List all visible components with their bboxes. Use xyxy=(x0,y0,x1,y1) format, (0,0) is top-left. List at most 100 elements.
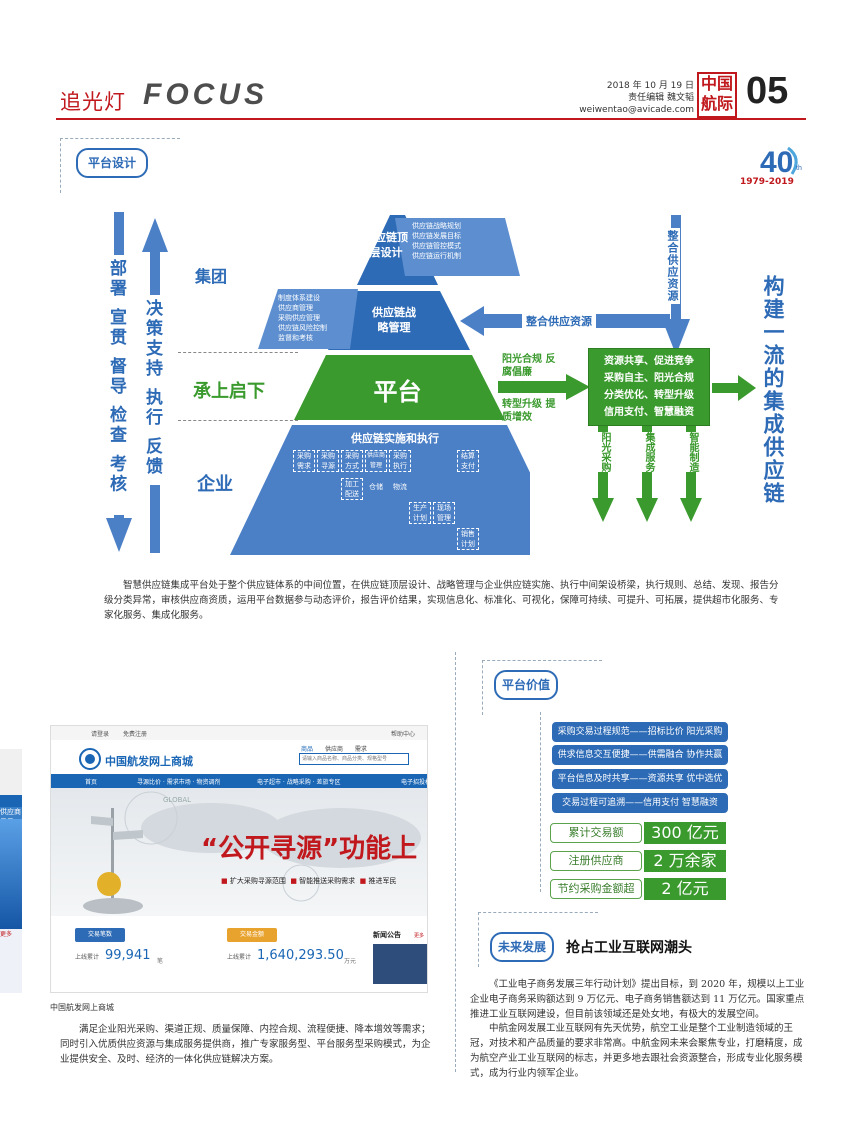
pyramid-diagram xyxy=(230,215,530,555)
value-guide-line xyxy=(540,712,541,892)
page-number: 05 xyxy=(746,70,789,112)
website-screenshot: 请登录 免费注册 帮助中心 中国航发网上商城 商品 供应商 需求 首页 寻源比价… xyxy=(50,725,428,993)
banner: GLOBAL “公开寻源”功能上 ■ 扩大采购寻源范围 ■ 智能推送采购需求 ■… xyxy=(51,788,427,916)
issue-editor: 责任编辑 魏文韬 xyxy=(628,93,694,103)
level-group: 集团 xyxy=(195,267,228,286)
news-title: 新闻公告 xyxy=(373,931,401,939)
exec-item: 物流 xyxy=(393,483,407,491)
exec-item: 供应商管理 xyxy=(365,450,387,472)
site-logo-text: 中国航发网上商城 xyxy=(105,755,193,768)
exec-item: 结算支付 xyxy=(457,450,479,472)
search-tab[interactable]: 供应商 xyxy=(324,746,343,753)
future-paragraph-2: 中航金网发展工业互联网有先天优势，航空工业是整个工业制造领域的王冠，对技术和产品… xyxy=(470,1023,803,1079)
value-item: 交易过程可追溯——信用支付 智慧融资 xyxy=(552,793,728,813)
benefit-item: 资源共享、促进竞争 xyxy=(604,356,694,367)
stat-value: 2 万余家 xyxy=(644,850,726,872)
level-middle: 承上启下 xyxy=(193,381,265,402)
banner-point: 智能推送采购需求 xyxy=(299,877,356,885)
partial-label: 供应商目录 xyxy=(0,807,22,819)
exec-item: 采购方式 xyxy=(341,450,363,472)
right-arrow-icon xyxy=(498,374,590,400)
right-arrow-icon xyxy=(712,375,756,401)
guide-line-2 xyxy=(178,420,298,421)
exec-item: 采购寻源 xyxy=(317,450,339,472)
anniversary-40-icon: 40 th xyxy=(760,146,802,179)
value-item: 平台信息及时共享——资源共享 优中选优 xyxy=(552,769,728,789)
stat2-value: 1,640,293.50 xyxy=(257,948,344,963)
news-image xyxy=(373,944,427,984)
partial-screenshot: 供应商目录 更多 xyxy=(0,725,22,993)
issue-meta: 2018 年 10 月 19 日 责任编辑 魏文韬 weiwentao@avic… xyxy=(579,80,694,116)
stat1-label: 上线累计 xyxy=(75,954,100,961)
partial-more: 更多 xyxy=(0,931,13,938)
top-note: 供应链运行机制 xyxy=(412,252,461,260)
banner-point: 推进军民 xyxy=(368,877,397,885)
platform-block: 平台 xyxy=(373,378,422,406)
badge-future: 未来发展 xyxy=(490,932,554,962)
badge-frame xyxy=(478,912,598,967)
exec-item: 采购执行 xyxy=(389,450,411,472)
label-decision: 决策支持 执行 反馈 xyxy=(140,295,165,485)
focus-title: FOCUS xyxy=(143,78,268,111)
issue-email: weiwentao@avicade.com xyxy=(579,105,694,115)
value-item: 供求信息交互便捷——供需融合 协作共赢 xyxy=(552,745,728,765)
upgrade-label: 转型升级 提质增效 xyxy=(502,399,556,423)
search-tabs: 商品 供应商 需求 xyxy=(301,744,367,753)
integrate-vertical-label: 整合供应资源 xyxy=(664,228,680,304)
world-map-graphic xyxy=(83,791,421,914)
main-nav: 首页 寻源比价 · 需求市场 · 物资调剂 电子超市 · 战略采购 · 差旅专区… xyxy=(51,774,427,788)
search-input[interactable] xyxy=(299,753,409,765)
top-notes-panel xyxy=(395,218,520,276)
strategy-notes: 制度体系建设 供应商管理 采购供应管理 供应链风险控制 监督和考核 xyxy=(278,293,358,343)
badge-platform-design: 平台设计 xyxy=(76,148,148,178)
exec-item: 现场管理 xyxy=(433,502,455,524)
strategy-block: 供应链战略管理 xyxy=(372,306,416,334)
level-enterprise: 企业 xyxy=(197,474,233,495)
strategy-note: 供应商管理 xyxy=(278,304,313,312)
login-link[interactable]: 请登录 xyxy=(91,731,110,738)
exec-item: 销售计划 xyxy=(457,528,479,550)
badge-frame xyxy=(482,660,602,715)
nav-sourcing[interactable]: 寻源比价 · 需求市场 · 物资调剂 xyxy=(137,779,221,786)
execution-title: 供应链实施和执行 xyxy=(351,432,439,445)
search-tab[interactable]: 商品 xyxy=(301,746,314,753)
strategy-note: 制度体系建设 xyxy=(278,294,320,302)
stat-value: 300 亿元 xyxy=(644,822,726,844)
search-tab[interactable]: 需求 xyxy=(354,746,367,753)
column-divider xyxy=(455,652,456,1072)
banner-title: “公开寻源”功能上 xyxy=(201,834,418,864)
integrate-label: 整合供应资源 xyxy=(522,313,596,329)
down-label-sunshine: 阳光采购 xyxy=(597,432,612,472)
benefit-item: 采购自主、阳光合规 xyxy=(604,373,694,384)
masthead-logo: 中国 航际 xyxy=(697,72,737,118)
benefit-item: 信用支付、智慧融资 xyxy=(604,407,694,418)
issue-date: 2018 年 10 月 19 日 xyxy=(606,81,694,91)
down-label-manufacturing: 智能制造 xyxy=(685,432,700,472)
news-more-link[interactable]: 更多 xyxy=(414,933,425,939)
future-paragraph-1: 《工业电子商务发展三年行动计划》提出目标，到 2020 年，规模以上工业企业电子… xyxy=(470,979,805,1020)
nav-mall[interactable]: 电子超市 · 战略采购 · 差旅专区 xyxy=(257,779,341,786)
guide-line-1 xyxy=(178,352,298,353)
top-note: 供应链战略规划 xyxy=(412,222,461,230)
strategy-note: 采购供应管理 xyxy=(278,314,320,322)
benefit-item: 分类优化、转型升级 xyxy=(604,390,694,401)
exec-item: 生产计划 xyxy=(409,502,431,524)
top-bar: 请登录 免费注册 帮助中心 xyxy=(51,726,427,740)
register-link[interactable]: 免费注册 xyxy=(123,731,148,738)
stat1-unit: 笔 xyxy=(157,958,164,965)
strategy-note: 监督和考核 xyxy=(278,334,313,342)
exec-item: 加工配送 xyxy=(341,478,363,500)
future-title: 抢占工业互联网潮头 xyxy=(566,940,692,956)
exec-item: 采购需求 xyxy=(293,450,315,472)
top-note: 供应链管控模式 xyxy=(412,242,461,250)
diagram-caption: 智慧供应链集成平台处于整个供应链体系的中间位置，在供应链顶层设计、战略管理与企业… xyxy=(104,580,779,621)
globe-label: GLOBAL xyxy=(163,796,192,804)
strategy-notes-panel xyxy=(258,289,358,349)
benefits-box: 资源共享、促进竞争 采购自主、阳光合规 分类优化、转型升级 信用支付、智慧融资 xyxy=(588,348,710,426)
help-link[interactable]: 帮助中心 xyxy=(391,731,416,738)
down-label-service: 集成服务 xyxy=(641,432,656,472)
badge-platform-value: 平台价值 xyxy=(494,670,558,700)
nav-home[interactable]: 首页 xyxy=(85,779,98,786)
top-design-block: 供应链顶层设计 xyxy=(364,231,408,259)
nav-bidding[interactable]: 电子招投标 xyxy=(401,779,427,786)
